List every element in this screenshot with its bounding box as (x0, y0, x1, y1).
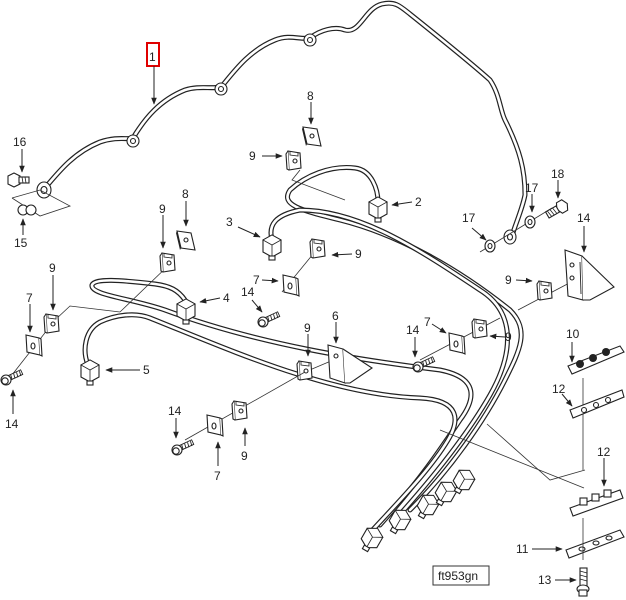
callout-4[interactable]: 4 (223, 291, 230, 305)
callout-15[interactable]: 15 (14, 236, 28, 250)
callout-10[interactable]: 10 (566, 327, 580, 341)
plate-part-11[interactable] (565, 529, 625, 559)
callout-18[interactable]: 18 (551, 167, 565, 181)
clamp-plate-part-7-bottom[interactable] (206, 414, 224, 437)
clamp-plate-part-8-top[interactable] (301, 126, 322, 147)
callout-16[interactable]: 16 (13, 135, 27, 149)
bracket-part-6[interactable] (327, 344, 373, 384)
washer-part-15[interactable] (17, 204, 37, 216)
clamp-part-12-upper[interactable] (569, 389, 625, 419)
callout-17b[interactable]: 17 (525, 181, 539, 195)
banjo-eye (126, 134, 140, 148)
callout-8-top[interactable]: 8 (307, 89, 314, 103)
callout-7-far-left[interactable]: 7 (26, 291, 33, 305)
bolt-part-14-bottom[interactable] (171, 439, 195, 456)
pipe-nut-part-2[interactable] (368, 196, 388, 223)
bolt-part-14-mid[interactable] (257, 311, 281, 328)
clamp-part-9-left[interactable] (159, 252, 176, 273)
figure-reference-box (432, 565, 490, 586)
pipe-end-nut (356, 523, 386, 556)
clamp-part-9-mid[interactable] (309, 238, 326, 259)
clamp-part-9-top[interactable] (285, 150, 302, 171)
callout-7-bottom[interactable]: 7 (214, 469, 221, 483)
banjo-eye (503, 229, 517, 245)
callout-5[interactable]: 5 (143, 363, 150, 377)
clamp-part-9-far-left[interactable] (43, 313, 60, 334)
banjo-bolt-part-18[interactable] (544, 198, 570, 220)
figure-reference-text: ft953gn (438, 569, 478, 583)
clamp-plate-part-7-far-left[interactable] (25, 334, 43, 357)
callout-9-bracket6[interactable]: 9 (304, 321, 311, 335)
clamp-part-9-right-mid[interactable] (471, 318, 488, 339)
callout-14-bottom[interactable]: 14 (168, 404, 182, 418)
callout-7-right-mid[interactable]: 7 (424, 315, 431, 329)
banjo-eye (303, 33, 317, 47)
callout-12-lower[interactable]: 12 (597, 445, 611, 459)
callout-9-mid[interactable]: 9 (355, 247, 362, 261)
clamp-plate-part-7-right-mid[interactable] (448, 332, 466, 355)
callout-8-left[interactable]: 8 (182, 187, 189, 201)
clamp-part-10[interactable] (567, 345, 625, 375)
callout-17a[interactable]: 17 (462, 211, 476, 225)
bolt-part-14-far-left[interactable] (0, 369, 24, 386)
callout-13[interactable]: 14 (577, 211, 591, 225)
pipe-nut-part-5[interactable] (80, 359, 100, 386)
callout-14-far-left[interactable]: 14 (5, 417, 19, 431)
clamp-part-12-lower[interactable] (569, 489, 624, 517)
callout-14-bottom-right[interactable]: 13 (538, 573, 552, 587)
callout-1[interactable]: 1 (149, 50, 156, 64)
banjo-eye (36, 181, 52, 199)
banjo-bolt-part-16[interactable] (7, 172, 30, 188)
clamp-plate-part-8-left[interactable] (175, 230, 196, 251)
bolt-part-14-bottom-right[interactable] (576, 567, 590, 597)
injection-pipe-bundle (82, 165, 524, 556)
callout-9-right-mid[interactable]: 9 (505, 330, 512, 344)
callout-9-bottom[interactable]: 9 (241, 449, 248, 463)
washer-part-17b[interactable] (524, 215, 536, 229)
washer-part-17a[interactable] (484, 239, 496, 253)
bracket-part-13[interactable] (564, 249, 615, 301)
highlight-box-part-1 (146, 42, 160, 67)
callout-14-right-mid[interactable]: 14 (406, 323, 420, 337)
callout-14-mid[interactable]: 14 (241, 285, 255, 299)
callout-9-top[interactable]: 9 (249, 149, 256, 163)
callout-6[interactable]: 6 (332, 309, 339, 323)
clamp-part-9-bracket13[interactable] (536, 280, 553, 301)
callout-7-mid[interactable]: 7 (253, 273, 260, 287)
callout-9-far-left[interactable]: 9 (49, 261, 56, 275)
pipe-nut-part-3[interactable] (262, 234, 282, 261)
callout-11[interactable]: 11 (516, 542, 529, 556)
callout-2[interactable]: 2 (415, 195, 422, 209)
callout-3[interactable]: 3 (226, 215, 233, 229)
clamp-part-9-bottom[interactable] (231, 400, 248, 421)
clamp-part-9-bracket6[interactable] (296, 360, 313, 381)
return-pipe-part-1[interactable] (36, 0, 528, 245)
callout-9-left[interactable]: 9 (159, 202, 166, 216)
callout-12-upper[interactable]: 12 (552, 382, 566, 396)
banjo-eye (214, 82, 228, 96)
callout-9-bracket13[interactable]: 9 (505, 273, 512, 287)
clamp-plate-part-7-mid[interactable] (282, 274, 300, 297)
